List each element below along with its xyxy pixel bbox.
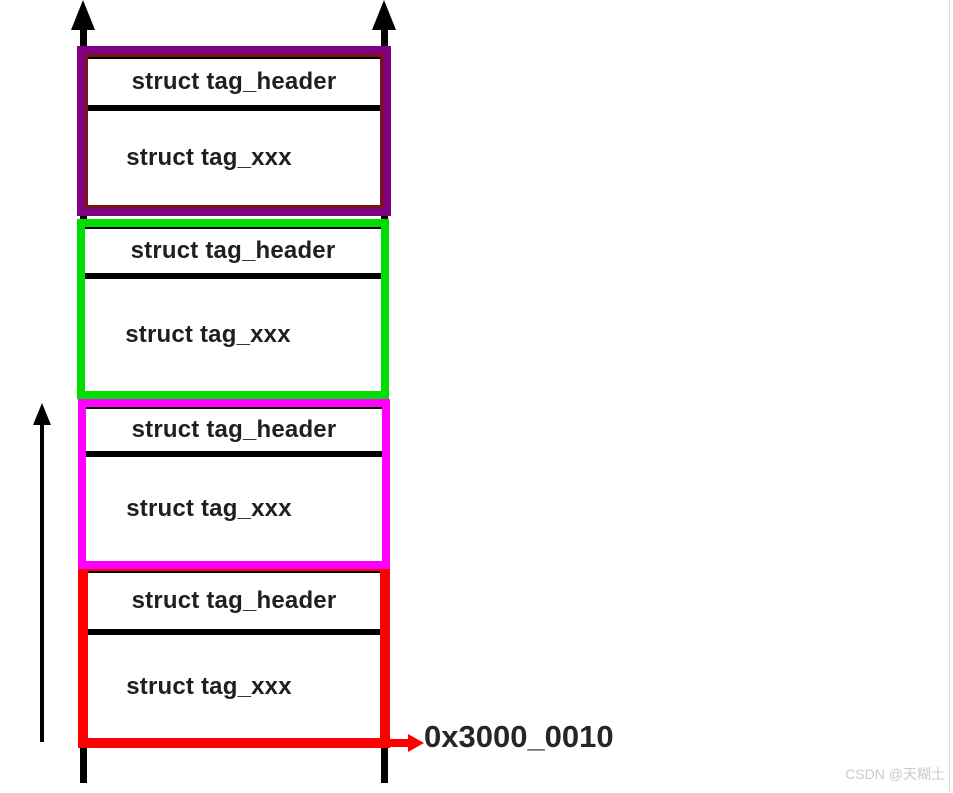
up-arrow-icon	[372, 0, 396, 30]
tag-body-label: struct tag_xxx	[126, 144, 292, 171]
tag-block-bottom: struct tag_header struct tag_xxx	[78, 561, 390, 748]
tag-header-label: struct tag_header	[131, 587, 337, 614]
tag-body-label: struct tag_xxx	[126, 672, 292, 700]
tag-block-top: struct tag_header struct tag_xxx	[77, 46, 391, 216]
tag-body-label: struct tag_xxx	[125, 321, 291, 348]
tag-body-cell: struct tag_xxx	[86, 457, 382, 561]
tag-header-label: struct tag_header	[131, 68, 337, 95]
page-edge-divider	[949, 0, 950, 793]
tag-header-cell: struct tag_header	[88, 57, 380, 111]
base-address-label: 0x3000_0010	[424, 719, 614, 754]
base-address-arrow	[386, 739, 410, 747]
tag-header-cell: struct tag_header	[85, 227, 381, 279]
tag-body-cell: struct tag_xxx	[85, 279, 381, 391]
tag-header-cell: struct tag_header	[86, 407, 382, 457]
up-arrow-icon	[71, 0, 95, 30]
tag-header-label: struct tag_header	[131, 416, 337, 443]
tag-header-label: struct tag_header	[130, 237, 336, 264]
tag-body-cell: struct tag_xxx	[88, 111, 380, 205]
tag-block-accent-border: struct tag_header struct tag_xxx	[85, 54, 383, 208]
tag-header-cell: struct tag_header	[88, 571, 380, 635]
up-arrow-icon	[33, 403, 51, 425]
watermark: CSDN @天糊土	[845, 766, 945, 782]
tag-body-cell: struct tag_xxx	[88, 635, 380, 738]
right-arrow-icon	[408, 734, 424, 752]
growth-direction-arrow	[40, 424, 44, 742]
tag-body-label: struct tag_xxx	[126, 495, 292, 522]
tag-block-second: struct tag_header struct tag_xxx	[77, 219, 389, 399]
tag-block-third: struct tag_header struct tag_xxx	[78, 399, 390, 569]
